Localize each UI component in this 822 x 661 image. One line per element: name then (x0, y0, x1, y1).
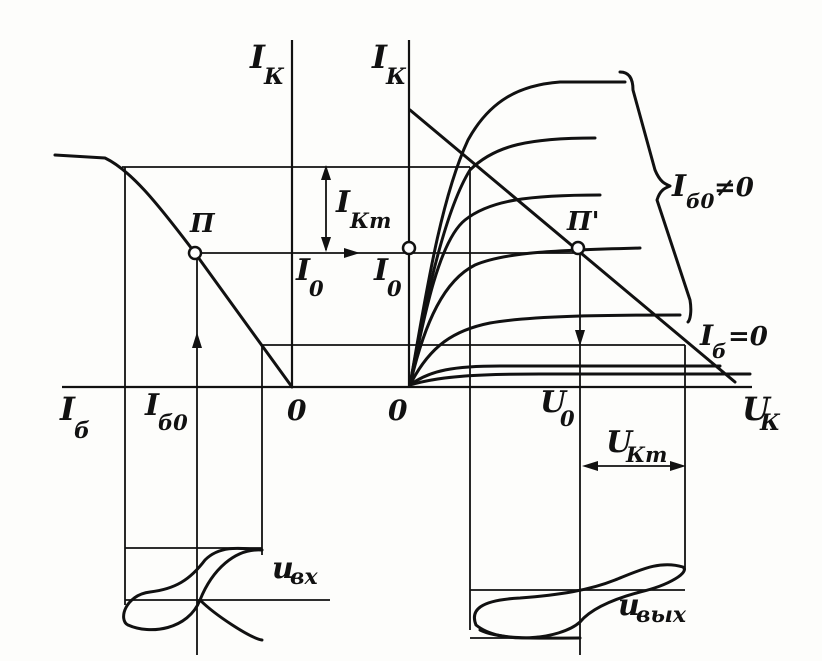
u-in-label: u (272, 551, 294, 586)
i0-arrow (344, 248, 360, 258)
ukm-arrow-left (582, 461, 598, 471)
input-signal-wave (122, 546, 264, 632)
eq0-label: =0 (728, 322, 768, 352)
ukm-label: U (606, 425, 634, 460)
ik-left-sub: К (263, 64, 285, 90)
u-out-sub: вых (636, 602, 687, 628)
output-curve-ib0 (408, 364, 722, 387)
output-curve-2 (408, 136, 597, 387)
i0-left-sub: 0 (309, 276, 324, 301)
zero-right-label: 0 (388, 394, 408, 427)
i0-right-sub: 0 (387, 276, 402, 301)
ik-right-sub: К (385, 64, 407, 90)
ukm-arrow-right (670, 461, 686, 471)
ib0-label: I (144, 388, 160, 423)
ne0-label: ≠0 (714, 173, 754, 203)
p-right-label: П' (566, 207, 600, 237)
output-curve-3 (408, 193, 602, 387)
i0-point (401, 240, 417, 256)
uk-axis-sub: К (759, 410, 781, 436)
uk-axis-label: U (742, 390, 772, 428)
i0-right-label: I (373, 253, 389, 288)
u0-label: U (540, 385, 568, 420)
ib0-ne0-sub: б0 (686, 189, 714, 213)
ik-left-label: I (249, 38, 266, 76)
output-signal-wave (473, 563, 686, 640)
ikm-arrow-bottom (321, 237, 331, 252)
input-characteristic-curve (53, 153, 294, 389)
p-left-label: П (189, 209, 216, 239)
ikm-arrow-top (321, 165, 331, 180)
ib-axis-label: I (59, 390, 76, 428)
ikm-label: I (335, 185, 351, 220)
q-point-right (570, 240, 586, 256)
ib-axis-sub: б (74, 418, 90, 444)
ik-right-label: I (371, 38, 388, 76)
output-curve-bottom (408, 372, 752, 387)
zero-left-label: 0 (287, 394, 307, 427)
ib-eq0-label: I (699, 319, 714, 352)
q-point-left (187, 245, 203, 261)
ib-eq0-sub: б (712, 339, 726, 363)
brace (618, 70, 693, 324)
arrow-down-u0 (575, 330, 585, 346)
output-curve-5 (408, 313, 682, 387)
ikm-sub: Кm (349, 208, 391, 233)
u-in-sub: вх (290, 564, 318, 590)
ib0-ne0-label: I (671, 169, 687, 204)
u-out-label: u (618, 588, 640, 623)
i0-left-label: I (295, 253, 311, 288)
arrow-up-ib0 (192, 332, 202, 348)
u0-sub: 0 (560, 406, 575, 431)
input-signal-tail (198, 598, 264, 642)
ukm-sub: Кm (625, 442, 667, 467)
ib0-sub: б0 (158, 410, 188, 435)
